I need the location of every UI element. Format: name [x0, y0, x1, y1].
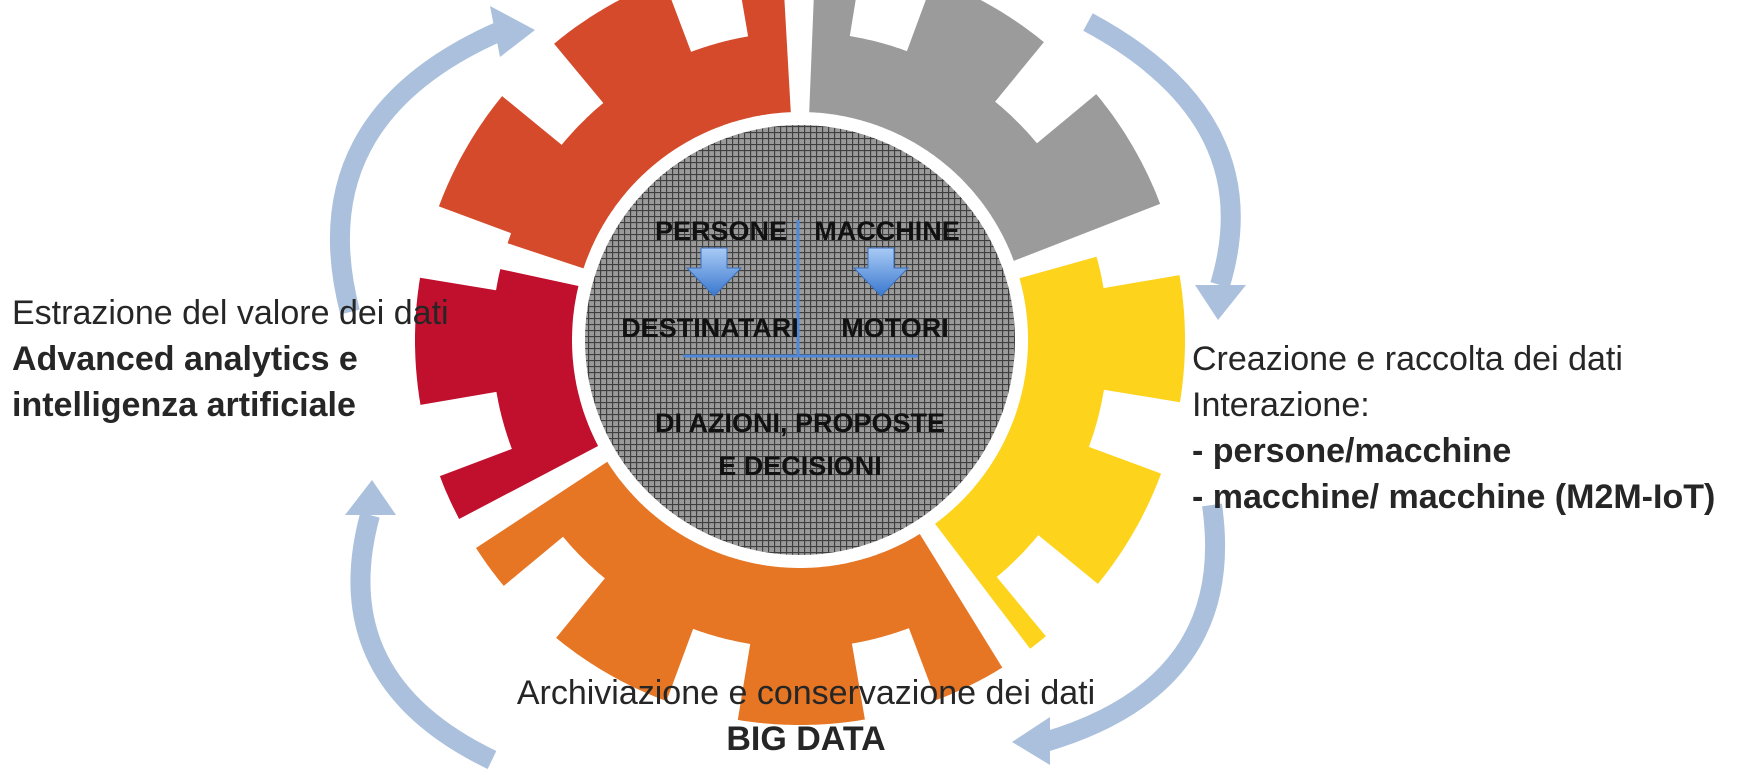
label-right-line4: - macchine/ macchine (M2M-IoT)	[1192, 478, 1716, 516]
center-engines-label: MOTORI	[841, 313, 949, 343]
gear-segment-top-left	[438, 0, 791, 269]
center-actions-line1: DI AZIONI, PROPOSTE	[655, 408, 945, 438]
label-left-line3: intelligenza artificiale	[12, 386, 356, 424]
gear-segment-top-right	[809, 0, 1161, 261]
label-bottom-line1: Archiviazione e conservazione dei dati	[516, 674, 1096, 712]
cycle-arrows	[329, 6, 1246, 770]
label-left-line1: Estrazione del valore dei dati	[12, 294, 449, 332]
label-right-line1: Creazione e raccolta dei dati	[1192, 340, 1623, 378]
label-right-line2: Interazione:	[1192, 386, 1370, 424]
label-right-line3: - persone/macchine	[1192, 432, 1512, 470]
center-recipients-label: DESTINATARI	[621, 313, 799, 343]
center-machines-label: MACCHINE	[814, 216, 960, 246]
label-bottom-line2: BIG DATA	[726, 720, 886, 758]
gear	[415, 0, 1185, 725]
center-people-label: PERSONE	[655, 216, 787, 246]
machines-down-arrow-icon	[852, 247, 910, 297]
cycle-arrow-top-right	[1083, 13, 1246, 320]
gear-segment-bottom	[476, 461, 1003, 725]
center-actions-line2: E DECISIONI	[718, 451, 882, 481]
label-value-extraction: Estrazione del valore dei dati Advanced …	[12, 290, 449, 428]
center-disc	[585, 125, 1015, 555]
label-data-creation: Creazione e raccolta dei dati Interazion…	[1192, 336, 1715, 520]
cycle-arrow-bottom-left	[345, 480, 497, 770]
gear-segment-right	[935, 256, 1185, 649]
gear-segment-left	[415, 269, 599, 519]
label-left-line2: Advanced analytics e	[12, 340, 358, 378]
people-down-arrow-icon	[685, 247, 743, 297]
label-data-storage: Archiviazione e conservazione dei dati B…	[0, 670, 1612, 762]
cycle-arrow-bottom-right	[1012, 503, 1226, 765]
cycle-arrow-top-left	[329, 6, 535, 315]
